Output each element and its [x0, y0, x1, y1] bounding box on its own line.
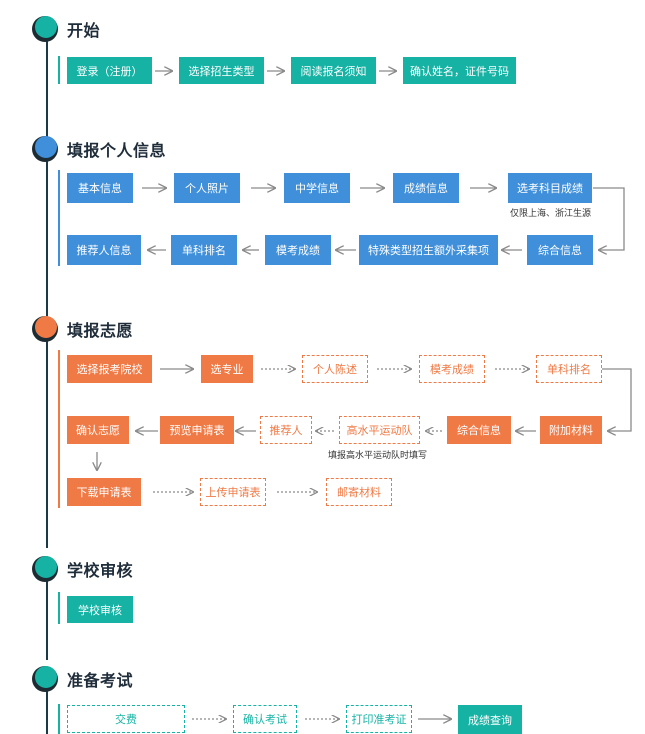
timeline-segment-1	[46, 40, 48, 138]
step-confirm-exam-button[interactable]: 确认考试	[233, 705, 297, 733]
section-exam-title: 准备考试	[67, 671, 134, 690]
athletics-note: 填报高水平运动队时填写	[328, 451, 428, 461]
step-preview-form-button[interactable]: 预览申请表	[160, 416, 234, 444]
section-personal-title: 填报个人信息	[67, 141, 167, 160]
wish-left-bar	[58, 350, 60, 508]
section-exam-circle-icon	[35, 666, 57, 688]
step-basic-info-button[interactable]: 基本信息	[67, 173, 133, 203]
step-referee-info-button[interactable]: 推荐人信息	[67, 235, 141, 265]
step-score-query-button[interactable]: 成绩查询	[458, 705, 522, 734]
step-mock-score-button[interactable]: 模考成绩	[265, 235, 331, 265]
step-wish-mock-score-button[interactable]: 模考成绩	[419, 355, 485, 383]
connector-right-icon	[602, 368, 632, 431]
step-school-review-button[interactable]: 学校审核	[67, 596, 133, 623]
step-wish-subject-rank-button[interactable]: 单科排名	[536, 355, 602, 383]
section-personal-circle-icon	[35, 136, 57, 158]
personal-left-bar	[58, 170, 60, 266]
timeline-segment-2	[46, 160, 48, 316]
step-register-button[interactable]: 登录（注册）	[67, 57, 152, 84]
step-athletics-button[interactable]: 高水平运动队	[339, 416, 420, 444]
step-subject-rank-button[interactable]: 单科排名	[171, 235, 237, 265]
step-statement-button[interactable]: 个人陈述	[302, 355, 368, 383]
review-left-bar	[58, 592, 60, 624]
step-wish-referee-button[interactable]: 推荐人	[260, 416, 312, 444]
step-wish-comprehensive-button[interactable]: 综合信息	[447, 416, 511, 444]
step-select-school-button[interactable]: 选择报考院校	[67, 355, 152, 383]
section-wish-circle-icon	[35, 316, 57, 338]
exam-left-bar	[58, 704, 60, 734]
step-pay-fee-button[interactable]: 交费	[67, 705, 185, 733]
step-elective-score-button[interactable]: 选考科目成绩	[508, 173, 592, 203]
timeline-segment-4	[46, 578, 48, 660]
section-start-title: 开始	[67, 21, 101, 40]
step-confirm-id-button[interactable]: 确认姓名，证件号码	[403, 57, 516, 84]
timeline-segment-5	[46, 690, 48, 734]
step-select-type-button[interactable]: 选择招生类型	[179, 57, 264, 84]
step-select-major-button[interactable]: 选专业	[201, 355, 253, 383]
step-photo-button[interactable]: 个人照片	[174, 173, 240, 203]
section-review-title: 学校审核	[67, 561, 134, 580]
step-print-admission-button[interactable]: 打印准考证	[346, 705, 412, 733]
elective-note: 仅限上海、浙江生源	[510, 209, 592, 219]
step-score-info-button[interactable]: 成绩信息	[393, 173, 459, 203]
connector-right-icon	[593, 187, 625, 250]
step-extra-material-button[interactable]: 附加材料	[540, 416, 602, 444]
step-read-notice-button[interactable]: 阅读报名须知	[291, 57, 376, 84]
step-comprehensive-info-button[interactable]: 综合信息	[527, 235, 593, 265]
timeline-segment-3	[46, 340, 48, 548]
step-special-items-button[interactable]: 特殊类型招生额外采集项	[359, 235, 498, 265]
step-mail-material-button[interactable]: 邮寄材料	[326, 478, 392, 506]
start-left-bar	[58, 56, 60, 84]
step-confirm-wish-button[interactable]: 确认志愿	[67, 416, 129, 444]
section-review-circle-icon	[35, 556, 57, 578]
step-upload-form-button[interactable]: 上传申请表	[200, 478, 266, 506]
section-wish-title: 填报志愿	[67, 321, 134, 340]
section-start-circle-icon	[35, 16, 57, 38]
step-download-form-button[interactable]: 下载申请表	[67, 478, 141, 506]
step-school-info-button[interactable]: 中学信息	[284, 173, 350, 203]
